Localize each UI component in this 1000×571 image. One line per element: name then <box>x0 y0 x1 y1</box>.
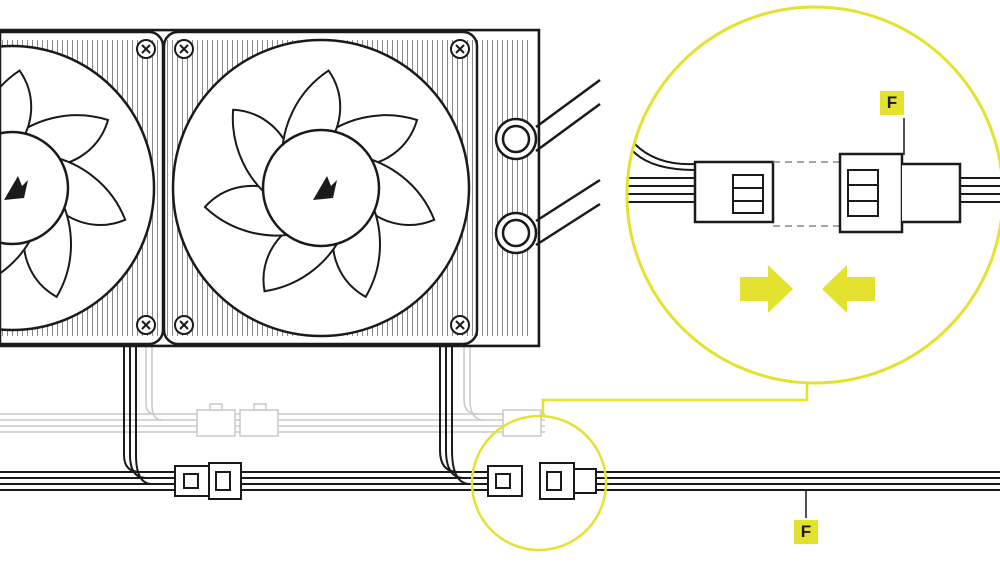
left-connector-pair <box>174 462 242 500</box>
screw-icon <box>450 315 470 335</box>
fan-right <box>162 30 479 346</box>
screw-icon <box>174 39 194 59</box>
screw-icon <box>174 315 194 335</box>
coolant-tubes <box>494 78 601 255</box>
fan-left <box>0 30 165 346</box>
callout-label-top: F <box>880 91 904 115</box>
fan-cables <box>0 346 1000 491</box>
screw-icon <box>136 39 156 59</box>
faded-cable <box>0 346 545 437</box>
center-connector-pair <box>487 462 597 500</box>
callout-label-bottom: F <box>794 520 818 544</box>
arrow-left-icon <box>822 265 875 313</box>
screw-icon <box>450 39 470 59</box>
arrow-right-icon <box>740 265 793 313</box>
zoom-detail <box>625 5 1000 385</box>
screw-icon <box>136 315 156 335</box>
highlight-callout <box>470 383 809 552</box>
radiator <box>0 30 540 346</box>
